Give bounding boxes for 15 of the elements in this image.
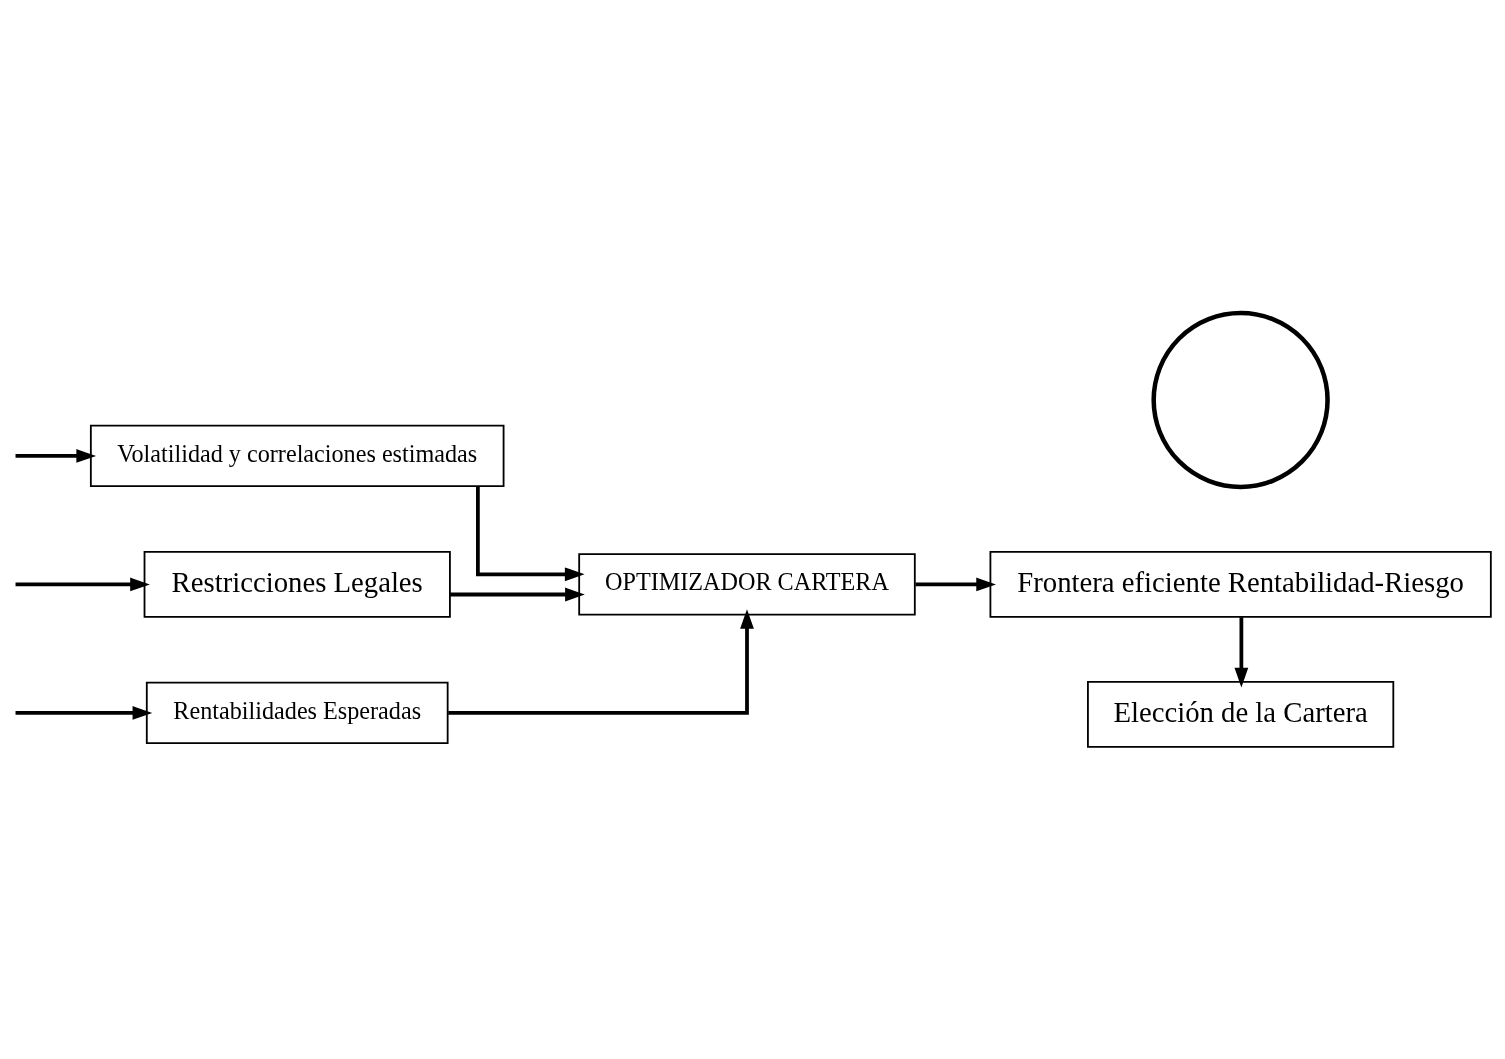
- arrow: [1234, 616, 1249, 687]
- arrow: [476, 485, 585, 581]
- arrow: [15, 448, 97, 463]
- node-box: Restricciones Legales: [143, 550, 451, 618]
- arrow: [450, 587, 585, 601]
- node-box: Elección de la Cartera: [1087, 680, 1395, 748]
- arrow: [15, 577, 150, 591]
- node-box: Frontera eficiente Rentabilidad-Riesgo: [989, 550, 1492, 618]
- node-box: OPTIMIZADOR CARTERA: [578, 552, 916, 616]
- node-box: Volatilidad y correlaciones estimadas: [89, 424, 505, 487]
- arrow: [915, 577, 996, 591]
- arrow: [448, 608, 754, 715]
- node-circle: [1151, 310, 1330, 489]
- node-box: Rentabilidades Esperadas: [145, 681, 449, 744]
- arrow: [15, 705, 153, 720]
